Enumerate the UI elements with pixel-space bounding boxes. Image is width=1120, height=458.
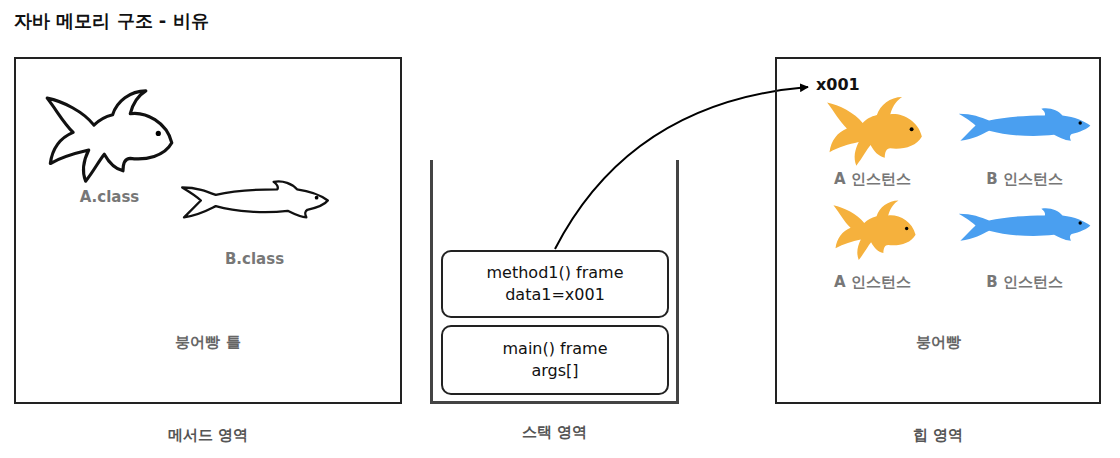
fish-illustration [175,180,335,222]
frame-variable: args[] [531,360,578,382]
fish-shape [959,108,1091,141]
fish-label: A 인스턴스 [800,272,945,292]
fish-label: B 인스턴스 [942,272,1107,292]
fish-shape [182,181,328,217]
stack-frame: method1() framedata1=x001 [441,250,669,318]
fish-shape [47,91,172,181]
fish-illustration [957,105,1092,147]
frame-name: main() frame [503,338,608,360]
stack-frame: main() frameargs[] [441,325,669,395]
fish-illustration [957,205,1092,247]
class-template: A.class [37,82,182,212]
fish-label: B 인스턴스 [942,169,1107,189]
instance-fish: A 인스턴스 [810,192,935,292]
address-label: x001 [816,75,860,95]
stack-area: 스택 영역method1() framedata1=x001main() fra… [430,160,679,404]
fish-shape [827,97,922,166]
fish-label: B.class [162,249,347,269]
class-template: B.class [172,177,337,272]
fish-label: A.class [27,187,192,207]
area-label: 붕어빵 틀 [16,332,400,352]
fish-shape [959,208,1091,241]
instance-fish: x001A 인스턴스 [810,77,935,192]
instance-fish: B 인스턴스 [952,197,1097,292]
fish-label: A 인스턴스 [800,169,945,189]
fish-illustration [42,85,177,185]
area-caption: 스택 영역 [423,422,686,442]
area-caption: 메서드 영역 [16,425,400,445]
area-caption: 힙 영역 [777,425,1099,445]
area-label: 붕어빵 [777,332,1099,352]
fish-illustration [822,93,927,168]
diagram-title: 자바 메모리 구조 - 비유 [14,9,209,33]
fish-shape [833,200,915,260]
fish-illustration [822,197,927,262]
frame-name: method1() frame [487,262,624,284]
reference-arrow [555,87,808,249]
instance-fish: B 인스턴스 [952,97,1097,192]
frame-variable: data1=x001 [505,284,605,306]
method-area-box: 붕어빵 틀메서드 영역A.classB.class [14,57,402,404]
heap-area-box: 붕어빵힙 영역x001A 인스턴스B 인스턴스A 인스턴스B 인스턴스 [775,57,1101,404]
